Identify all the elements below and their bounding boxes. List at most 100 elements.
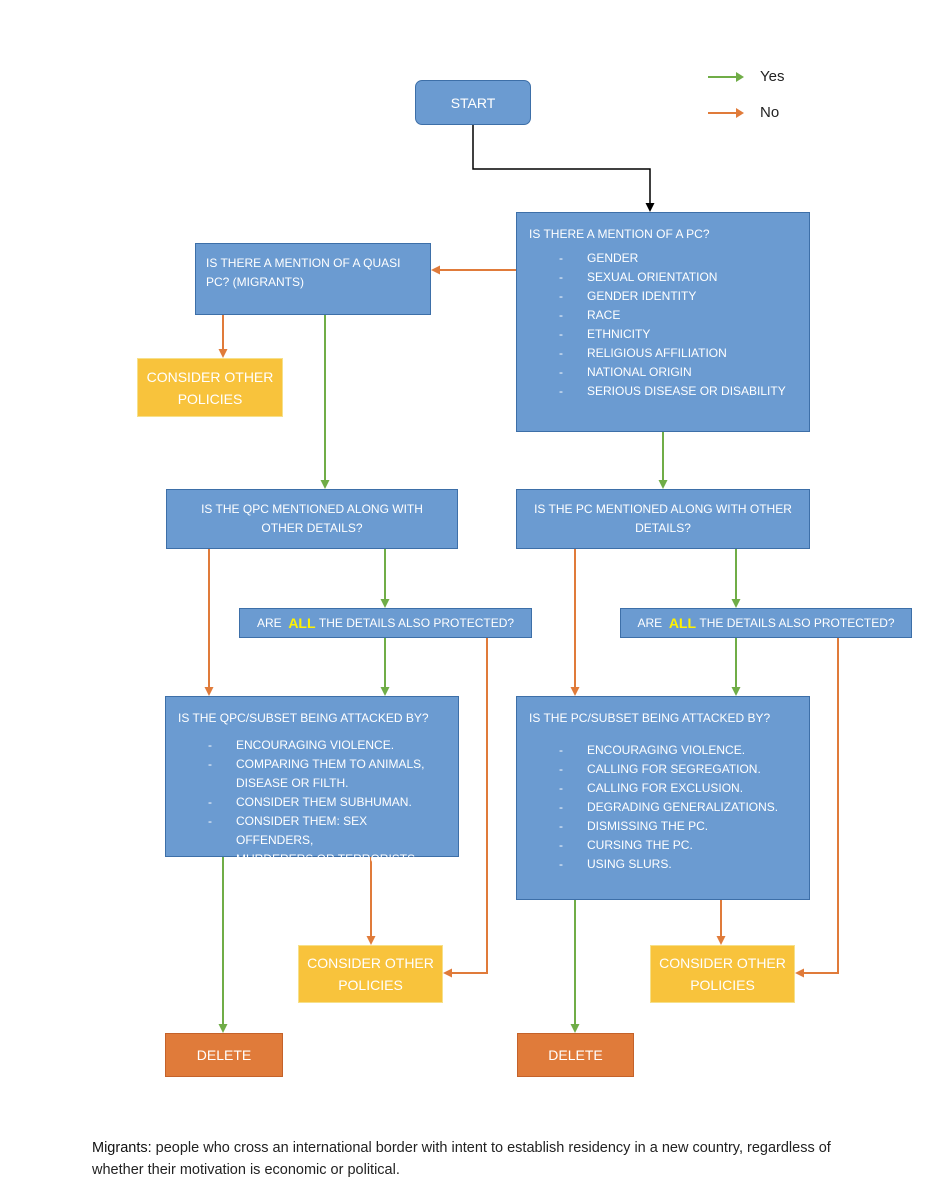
arrowhead-icon <box>716 936 726 945</box>
connector-line <box>804 638 839 974</box>
qpc-attack-list: ENCOURAGING VIOLENCE. COMPARING THEM TO … <box>178 736 446 869</box>
all-protected-suffix: THE DETAILS ALSO PROTECTED? <box>318 616 515 630</box>
footnote-text: people who cross an international border… <box>92 1140 831 1178</box>
arrowhead-icon <box>218 349 228 358</box>
connector-pc-attack-to-consider-right-bottom <box>716 900 726 945</box>
connector-qpc-question-to-consider-left-top <box>218 315 228 358</box>
pc-details-line1: IS THE PC MENTIONED ALONG WITH OTHER <box>534 502 792 516</box>
pc-attack-title: IS THE PC/SUBSET BEING ATTACKED BY? <box>529 711 771 725</box>
arrowhead-icon <box>380 687 390 696</box>
arrowhead-icon <box>658 480 668 489</box>
connector-line <box>452 638 488 974</box>
connector-qpc-attack-to-consider-left-bottom <box>366 857 376 945</box>
consider-other-policies-left-top: CONSIDER OTHER POLICIES <box>137 358 283 417</box>
pc-list-item: SEXUAL ORIENTATION <box>529 268 797 287</box>
connector-all-protected-right-to-pc-attack <box>731 638 741 696</box>
arrowhead-icon <box>795 968 804 978</box>
arrowhead-icon <box>380 599 390 608</box>
pc-list-item: RELIGIOUS AFFILIATION <box>529 344 797 363</box>
connector-qpc-attack-to-delete-left <box>218 857 228 1033</box>
connector-all-protected-left-to-consider-left-bottom <box>443 638 488 978</box>
all-emphasis: ALL <box>288 615 316 631</box>
attack-list-item: CALLING FOR SEGREGATION. <box>529 760 797 779</box>
consider-line2: POLICIES <box>690 977 755 993</box>
start-label: START <box>450 94 496 111</box>
legend-no-label: No <box>760 104 780 121</box>
legend-no-arrow-icon <box>708 107 744 118</box>
attack-list-item: DEGRADING GENERALIZATIONS. <box>529 798 797 817</box>
consider-other-policies-left-bottom: CONSIDER OTHER POLICIES <box>298 945 443 1003</box>
attack-list-item: USING SLURS. <box>529 855 797 874</box>
consider-line1: CONSIDER OTHER <box>659 955 786 971</box>
attack-list-item: ENCOURAGING VIOLENCE. <box>529 741 797 760</box>
pc-list-item: ETHNICITY <box>529 325 797 344</box>
pc-details-node: IS THE PC MENTIONED ALONG WITH OTHER DET… <box>516 489 810 549</box>
arrowhead-icon <box>320 480 330 489</box>
consider-line1: CONSIDER OTHER <box>307 955 434 971</box>
pc-list-item: SERIOUS DISEASE OR DISABILITY <box>529 382 797 401</box>
legend-yes: Yes <box>706 68 784 85</box>
all-protected-suffix: THE DETAILS ALSO PROTECTED? <box>699 616 895 630</box>
attack-list-item: CONSIDER THEM: SEX OFFENDERS, <box>178 812 446 850</box>
pc-question-title: IS THERE A MENTION OF A PC? <box>529 227 710 241</box>
connector-pc-details-to-pc-attack <box>570 549 580 696</box>
consider-other-policies-right-bottom: CONSIDER OTHER POLICIES <box>650 945 795 1003</box>
attack-list-item: CONSIDER THEM SUBHUMAN. <box>178 793 446 812</box>
qpc-question-line2: PC? (MIGRANTS) <box>206 275 305 289</box>
qpc-attack-node: IS THE QPC/SUBSET BEING ATTACKED BY? ENC… <box>165 696 459 866</box>
attack-list-item: CALLING FOR EXCLUSION. <box>529 779 797 798</box>
connector-pc-question-to-qpc-question <box>431 265 516 275</box>
connector-pc-details-to-all-protected-right <box>731 549 741 608</box>
all-protected-prefix: ARE <box>637 616 663 630</box>
all-protected-left-node: ARE ALL THE DETAILS ALSO PROTECTED? <box>239 608 532 638</box>
pc-details-line2: DETAILS? <box>635 521 691 535</box>
attack-list-item: CURSING THE PC. <box>529 836 797 855</box>
all-emphasis: ALL <box>668 615 697 631</box>
consider-line2: POLICIES <box>177 390 243 407</box>
connector-qpc-details-to-all-protected-left <box>380 549 390 608</box>
arrowhead-icon <box>443 968 452 978</box>
attack-list-item: DISMISSING THE PC. <box>529 817 797 836</box>
all-protected-right-node: ARE ALL THE DETAILS ALSO PROTECTED? <box>620 608 912 638</box>
arrowhead-icon <box>204 687 214 696</box>
legend-yes-arrow-icon <box>708 71 744 82</box>
pc-list: GENDER SEXUAL ORIENTATION GENDER IDENTIT… <box>529 249 797 401</box>
pc-attack-list: ENCOURAGING VIOLENCE. CALLING FOR SEGREG… <box>529 741 797 874</box>
pc-list-item: GENDER IDENTITY <box>529 287 797 306</box>
attack-list-item: MURDERERS OR TERRORISTS <box>236 852 416 866</box>
connector-all-protected-right-to-consider-right-bottom <box>795 638 839 978</box>
legend-yes-label: Yes <box>760 68 785 85</box>
attack-list-item: DISEASE OR FILTH. <box>236 776 349 790</box>
arrowhead-icon <box>731 599 741 608</box>
footnote: Migrants: people who cross an internatio… <box>92 1137 852 1181</box>
arrowhead-icon <box>645 203 655 212</box>
start-node: START <box>415 80 531 125</box>
attack-list-item: COMPARING THEM TO ANIMALS, <box>178 755 446 774</box>
delete-label: DELETE <box>548 1047 603 1063</box>
connector-pc-attack-to-delete-right <box>570 900 580 1033</box>
pc-question-node: IS THERE A MENTION OF A PC? GENDER SEXUA… <box>516 212 810 432</box>
consider-line2: POLICIES <box>338 977 403 993</box>
footnote-term: Migrants: <box>92 1140 152 1156</box>
arrowhead-icon <box>731 687 741 696</box>
delete-right-node: DELETE <box>517 1033 634 1077</box>
connector-qpc-details-to-qpc-attack <box>204 549 214 696</box>
connector-qpc-question-to-qpc-details <box>320 315 330 489</box>
connector-all-protected-left-to-qpc-attack <box>380 638 390 696</box>
all-protected-prefix: ARE <box>256 616 282 630</box>
arrowhead-icon <box>218 1024 228 1033</box>
connector-line <box>472 125 651 203</box>
qpc-details-line1: IS THE QPC MENTIONED ALONG WITH <box>201 502 423 516</box>
qpc-question-node: IS THERE A MENTION OF A QUASI PC? (MIGRA… <box>195 243 431 315</box>
arrowhead-icon <box>570 1024 580 1033</box>
attack-list-item: ENCOURAGING VIOLENCE. <box>178 736 446 755</box>
qpc-details-line2: OTHER DETAILS? <box>261 521 363 535</box>
delete-label: DELETE <box>196 1047 252 1063</box>
connector-pc-question-to-pc-details <box>658 432 668 489</box>
legend-no: No <box>706 104 779 121</box>
arrowhead-icon <box>366 936 376 945</box>
arrowhead-icon <box>570 687 580 696</box>
connector-start-to-pc-question <box>472 125 655 212</box>
delete-left-node: DELETE <box>165 1033 283 1077</box>
